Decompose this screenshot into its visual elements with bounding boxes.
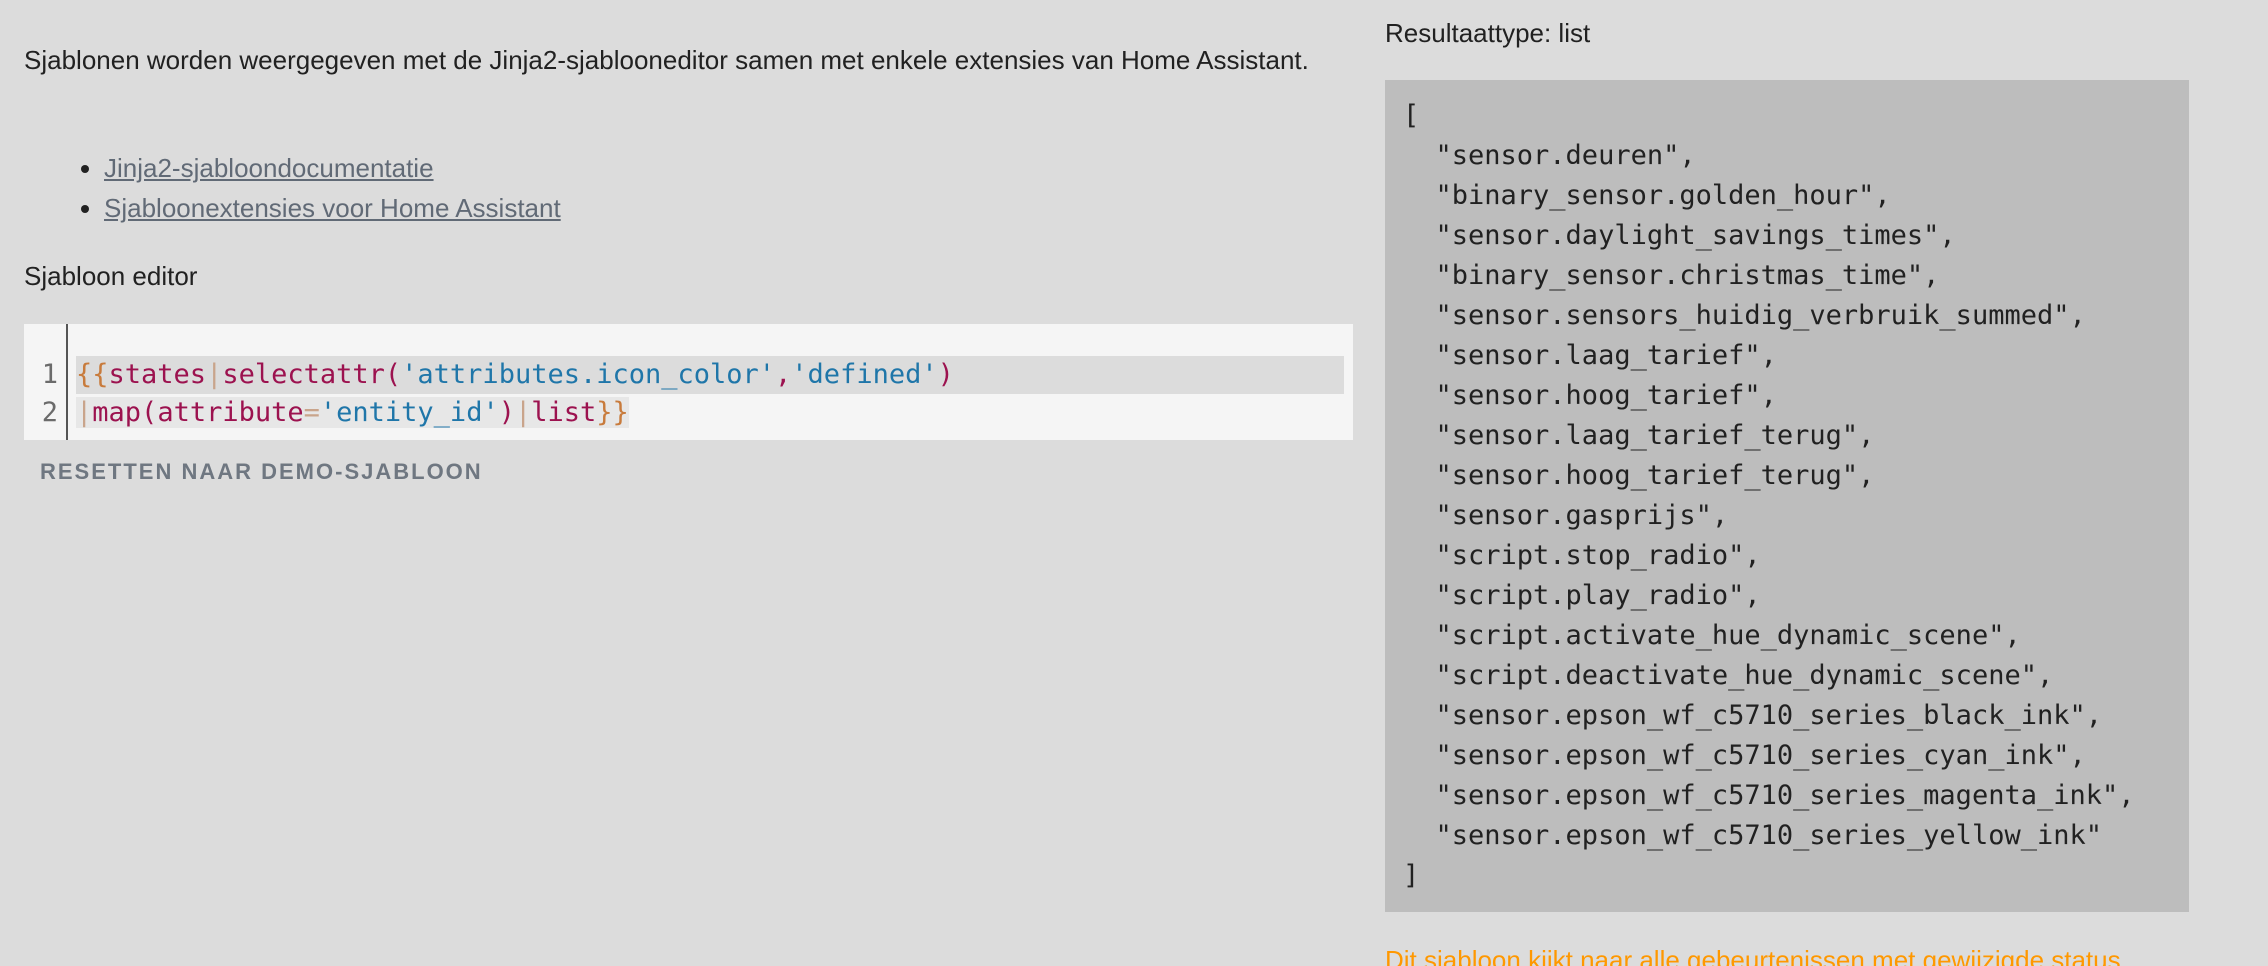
result-type-label: Resultaattype: list: [1385, 18, 1591, 48]
reset-to-demo-template-button[interactable]: RESETTEN NAAR DEMO-SJABLOON: [40, 459, 483, 484]
ha-template-extensions-link[interactable]: Sjabloonextensies voor Home Assistant: [104, 193, 561, 223]
code-token: (: [384, 359, 402, 390]
code-token: (: [141, 397, 158, 428]
template-result-output: [ "sensor.deuren", "binary_sensor.golden…: [1403, 100, 2135, 891]
code-line-active[interactable]: {{states|selectattr('attributes.icon_col…: [76, 356, 1344, 394]
code-token: ): [937, 359, 954, 390]
line-number: 1: [41, 359, 58, 390]
code-token: 'entity_id': [319, 397, 499, 428]
code-token: states: [108, 359, 207, 390]
doc-link-item: Jinja2-sjabloondocumentatie: [104, 148, 561, 188]
jinja2-docs-link[interactable]: Jinja2-sjabloondocumentatie: [104, 153, 434, 183]
code-line[interactable]: |map(attribute='entity_id')|list}}: [76, 394, 629, 432]
code-token: ): [498, 397, 515, 428]
code-token: list: [531, 397, 597, 428]
code-token: attribute: [157, 397, 304, 428]
line-number-gutter: 1 2: [24, 324, 68, 440]
code-token: |: [76, 397, 93, 428]
code-token: =: [303, 397, 320, 428]
documentation-links: Jinja2-sjabloondocumentatie Sjabloonexte…: [24, 148, 561, 228]
editor-label: Sjabloon editor: [24, 261, 198, 291]
doc-link-item: Sjabloonextensies voor Home Assistant: [104, 188, 561, 228]
template-listener-warning: Dit sjabloon kijkt naar alle gebeurtenis…: [1385, 945, 2128, 966]
code-token: |: [206, 359, 223, 390]
code-token: selectattr: [222, 359, 385, 390]
template-result-box: [ "sensor.deuren", "binary_sensor.golden…: [1385, 80, 2189, 912]
code-token: 'defined': [791, 359, 938, 390]
template-code-editor[interactable]: 1 2 {{states|selectattr('attributes.icon…: [24, 324, 1353, 440]
code-token: {{: [76, 359, 109, 390]
code-token: ,: [775, 359, 792, 390]
code-token: map: [92, 397, 142, 428]
code-token: 'attributes.icon_color': [401, 359, 776, 390]
code-token: |: [514, 397, 532, 428]
code-token: }}: [596, 397, 629, 428]
intro-text: Sjablonen worden weergegeven met de Jinj…: [24, 45, 1309, 75]
line-number: 2: [41, 397, 58, 428]
